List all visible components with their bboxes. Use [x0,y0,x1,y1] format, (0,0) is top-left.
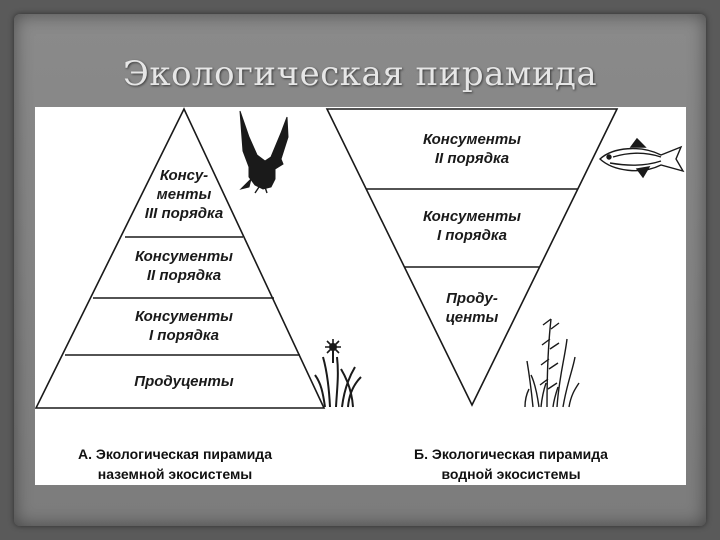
slide-title: Экологическая пирамида [122,54,598,94]
pyramid-a-level-3: Консументы I порядка [134,308,233,344]
water-plant-icon [524,318,580,408]
pyramids-drawing [35,107,685,409]
pyramid-b-outline [325,108,619,407]
caption-terrestrial: А. Экологическая пирамида наземной экоси… [78,446,272,482]
pyramid-aquatic [325,108,619,407]
flower-plant-icon [314,339,362,408]
fish-icon [598,137,685,179]
pyramid-terrestrial [35,107,326,409]
diagram-panel: Консу- менты III порядка Консументы II п… [35,107,686,485]
pyramid-a-level-base: Продуценты [134,373,234,390]
pyramid-b-level-2: Консументы I порядка [422,208,521,244]
pyramid-b-level-base: Проду- центы [445,290,499,326]
pyramid-b-level-top: Консументы II порядка [422,131,521,167]
pyramid-a-level-2: Консументы II порядка [134,248,233,284]
bird-icon [239,110,289,194]
caption-aquatic: Б. Экологическая пирамида водной экосист… [414,446,608,482]
pyramid-a-outline [35,107,326,409]
pyramid-a-level-top: Консу- менты III порядка [144,167,224,222]
